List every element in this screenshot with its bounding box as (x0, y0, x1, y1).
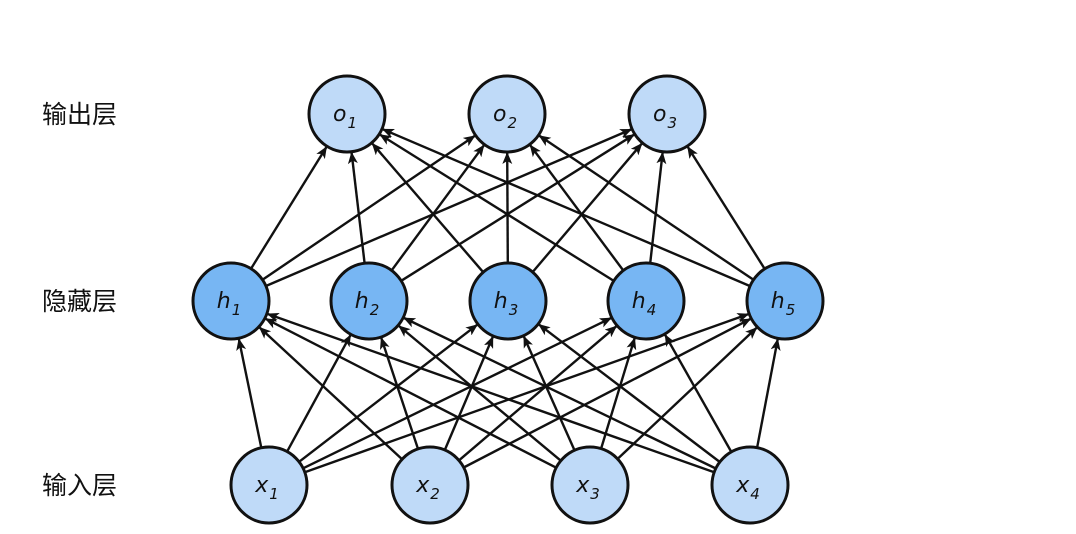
edge-x2-to-h5 (463, 317, 752, 469)
node-label: h1 (217, 289, 242, 319)
node-subscript: 3 (509, 301, 519, 319)
node-subscript: 1 (269, 485, 279, 503)
node-x4: x4 (710, 445, 790, 525)
node-circle (745, 261, 825, 341)
node-subscript: 2 (507, 114, 517, 132)
node-letter: x (415, 473, 430, 498)
node-circle (307, 74, 387, 154)
node-circle (606, 261, 686, 341)
edge-h1-to-o1 (249, 146, 328, 270)
hidden-layer-label: 隐藏层 (42, 287, 117, 316)
edge-h5-to-o1 (381, 128, 751, 288)
node-label: h5 (771, 289, 796, 319)
node-label: h2 (355, 289, 380, 319)
node-subscript: 1 (347, 114, 357, 132)
node-letter: h (632, 289, 646, 314)
edge-x3-to-h4 (599, 337, 637, 449)
node-letter: h (355, 289, 369, 314)
edge-x4-to-h1 (266, 312, 715, 474)
node-x2: x2 (390, 445, 470, 525)
node-label: x1 (254, 473, 279, 503)
edge-h1-to-o2 (261, 134, 476, 281)
edge-x3-to-h1 (264, 317, 557, 469)
node-subscript: 4 (750, 485, 760, 503)
edge-x4-to-h5 (755, 338, 781, 448)
node-subscript: 2 (370, 301, 380, 319)
edge-h3-to-o1 (371, 142, 485, 273)
edge-x3-to-h5 (616, 326, 758, 460)
node-subscript: 3 (667, 114, 677, 132)
edge-x4-to-h2 (403, 316, 717, 470)
node-letter: x (735, 473, 750, 498)
node-circle (467, 74, 547, 154)
node-circle (627, 74, 707, 154)
edge-x2-to-h4 (458, 325, 618, 462)
node-label: x2 (415, 473, 440, 503)
node-label: h3 (494, 289, 519, 319)
node-label: o1 (333, 102, 357, 132)
edge-h4-to-o2 (529, 144, 625, 272)
node-label: h4 (632, 289, 657, 319)
node-subscript: 1 (232, 301, 242, 319)
node-h2: h2 (329, 261, 409, 341)
node-letter: o (333, 102, 346, 127)
node-h4: h4 (606, 261, 686, 341)
edge-h3-to-o2 (502, 152, 513, 264)
node-subscript: 3 (590, 485, 600, 503)
edge-h2-to-o1 (347, 151, 366, 264)
edge-x1-to-h2 (286, 334, 352, 453)
output-layer-label: 输出层 (42, 100, 117, 129)
node-letter: o (653, 102, 666, 127)
edge-x2-to-h1 (258, 326, 403, 461)
edge-x4-to-h4 (664, 334, 733, 453)
edge-h2-to-o2 (390, 144, 485, 272)
node-o1: o1 (307, 74, 387, 154)
edge-h4-to-o1 (379, 133, 615, 282)
connection-edges (236, 128, 781, 474)
node-circle (229, 445, 309, 525)
edge-h5-to-o3 (686, 146, 766, 270)
node-label: o3 (653, 102, 677, 132)
edge-x3-to-h2 (398, 325, 562, 462)
edge-x3-to-h3 (522, 335, 576, 451)
node-label: x4 (735, 473, 760, 503)
edge-x1-to-h3 (298, 323, 478, 463)
node-circle (329, 261, 409, 341)
node-h5: h5 (745, 261, 825, 341)
node-subscript: 4 (647, 301, 657, 319)
edge-x1-to-h4 (302, 317, 612, 470)
node-label: x3 (575, 473, 600, 503)
edge-x4-to-h3 (538, 323, 721, 463)
node-x1: x1 (229, 445, 309, 525)
edge-h5-to-o2 (538, 134, 755, 281)
node-h1: h1 (191, 261, 271, 341)
input-layer-label: 输入层 (42, 471, 117, 500)
node-letter: h (494, 289, 508, 314)
node-label: o2 (493, 102, 517, 132)
edge-x2-to-h3 (443, 335, 494, 451)
node-o3: o3 (627, 74, 707, 154)
node-letter: x (575, 473, 590, 498)
edge-h3-to-o3 (531, 142, 643, 273)
node-h3: h3 (468, 261, 548, 341)
node-circle (191, 261, 271, 341)
node-letter: x (254, 473, 269, 498)
node-x3: x3 (550, 445, 630, 525)
node-circle (710, 445, 790, 525)
node-letter: h (771, 289, 785, 314)
node-subscript: 2 (430, 485, 440, 503)
node-letter: o (493, 102, 506, 127)
node-letter: h (217, 289, 231, 314)
node-circle (550, 445, 630, 525)
edge-h2-to-o3 (400, 133, 635, 282)
node-circle (468, 261, 548, 341)
node-circle (390, 445, 470, 525)
node-subscript: 5 (786, 301, 796, 319)
node-o2: o2 (467, 74, 547, 154)
edge-x1-to-h1 (236, 338, 263, 449)
